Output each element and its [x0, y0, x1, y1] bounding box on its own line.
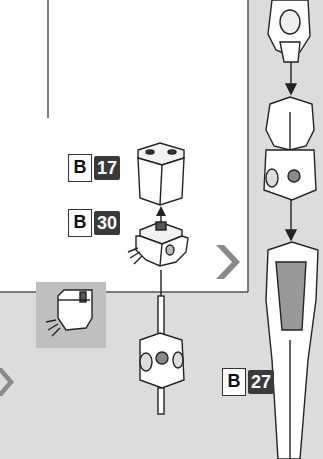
part-b30-inset [58, 290, 92, 330]
part-b17 [138, 143, 184, 205]
part-number: 27 [248, 370, 274, 394]
part-letter: B [68, 154, 92, 182]
hint-marks [128, 248, 142, 264]
panel-line [47, 0, 49, 118]
step-panel [0, 0, 248, 292]
step-chevron [0, 368, 14, 396]
step-chevron [216, 245, 240, 279]
part-letter: B [68, 209, 92, 237]
part-number: 17 [94, 156, 120, 180]
part-letter: B [222, 368, 246, 396]
inset-panel [36, 282, 106, 348]
part-frame [140, 270, 184, 414]
part-b30 [136, 222, 188, 266]
panel-line [247, 0, 249, 292]
part-number: 30 [94, 211, 120, 235]
